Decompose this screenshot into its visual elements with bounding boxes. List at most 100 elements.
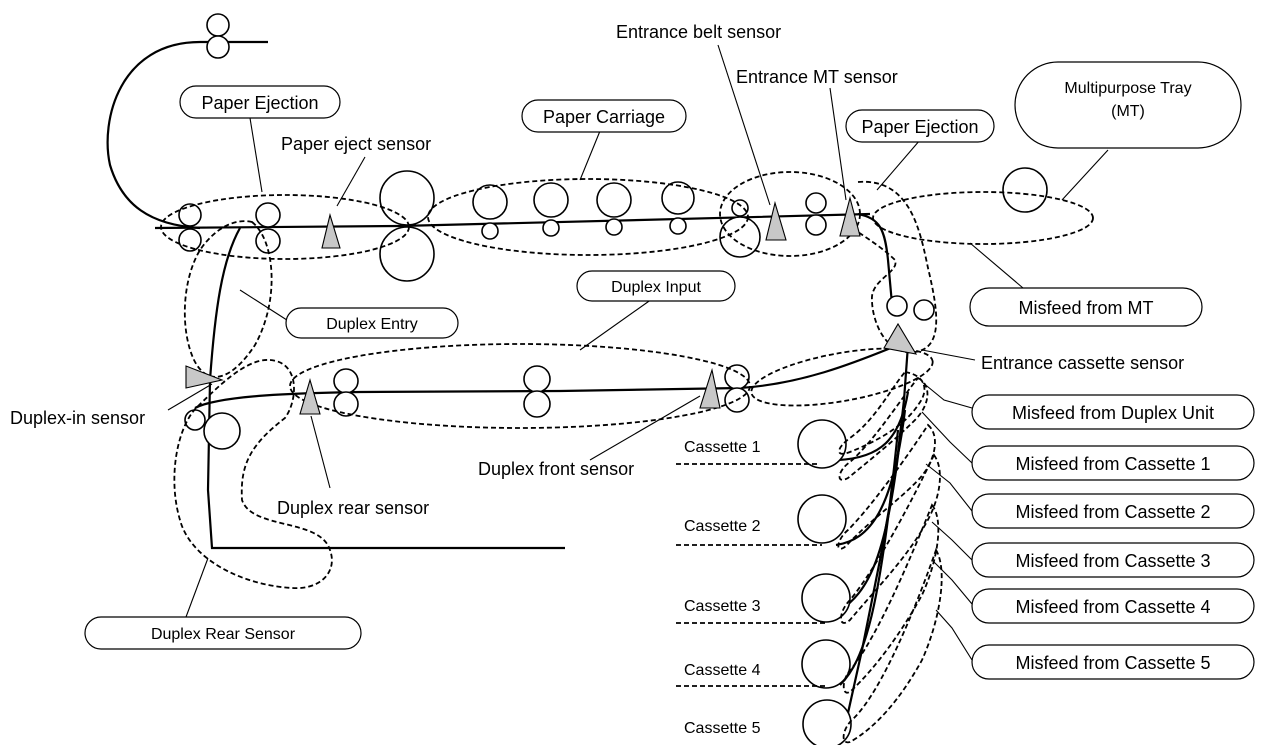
right-turn-path: [857, 212, 895, 316]
paper-ejection-left-pill: [179, 85, 341, 119]
leader-paper-eject-sensor: [336, 156, 366, 207]
misfeed-cassette-4-label: Misfeed from Cassette 4: [1015, 597, 1210, 617]
duplex-roller-large: [203, 412, 241, 450]
cassette-trays: [676, 463, 826, 687]
carriage-roller-2-small: [542, 219, 560, 237]
duplex-front-sensor-icon: [699, 367, 721, 409]
leader-misfeed-cassette-5: [935, 609, 973, 661]
exit-roller-top: [206, 13, 230, 37]
leader-duplex-front: [589, 395, 701, 461]
zone-duplex-entry: [183, 220, 273, 378]
duplex-roller-small: [184, 409, 206, 431]
entrance-mt-sensor-label: Entrance MT sensor: [736, 67, 898, 87]
zone-entrance: [750, 347, 934, 407]
leader-entrance-belt: [717, 44, 771, 206]
paper-eject-sensor-label: Paper eject sensor: [281, 134, 431, 154]
carriage-roller-4: [661, 181, 695, 215]
cassette-1-label: Cassette 1: [684, 439, 761, 456]
fuser-roller-bottom: [379, 226, 435, 282]
entrance-roller-left: [886, 295, 908, 317]
duplex-mid-roller-top: [523, 365, 551, 393]
duplex-in-sensor-icon: [185, 365, 224, 389]
eject-roller-a-top: [178, 203, 202, 227]
carriage-roller-1-small: [481, 222, 499, 240]
paper-carriage-pill: [521, 99, 687, 133]
zone-duplex-rear: [173, 359, 333, 589]
multipurpose-tray-label-1: Multipurpose Tray: [1064, 80, 1191, 97]
duplex-mid-roller-bottom: [523, 390, 551, 418]
zone-labels: Paper Ejection Paper Carriage Paper Ejec…: [84, 61, 1255, 680]
duplex-rear-sensor-icon: [299, 378, 321, 415]
duplex-rear-sensor-zone-label: Duplex Rear Sensor: [151, 626, 296, 643]
cassette-2-roller: [797, 494, 847, 544]
eject-roller-a-bottom: [178, 228, 202, 252]
zone-outlines: [160, 171, 1094, 744]
misfeed-duplex-unit-pill: [971, 394, 1255, 430]
main-transport-path: [154, 212, 871, 230]
duplex-entry-pill: [285, 307, 459, 339]
sensors: [185, 195, 918, 415]
misfeed-cassette-4-pill: [971, 588, 1255, 624]
zone-misfeed-cassette-3: [840, 453, 941, 624]
cassette-labels: Cassette 1 Cassette 2 Cassette 3 Cassett…: [684, 439, 761, 737]
duplex-front-sensor-label: Duplex front sensor: [478, 459, 634, 479]
feed-curve-1: [837, 391, 910, 462]
leader-duplex-rear-zone: [185, 557, 209, 618]
leader-multipurpose-tray: [1061, 149, 1109, 201]
leader-duplex-input: [579, 298, 653, 351]
multipurpose-tray-pill: [1014, 61, 1242, 149]
zone-paper-ejection-right: [719, 171, 861, 257]
misfeed-cassette-2-pill: [971, 493, 1255, 529]
misfeed-cassette-2-label: Misfeed from Cassette 2: [1015, 502, 1210, 522]
cassette-4-label: Cassette 4: [684, 662, 761, 679]
leader-misfeed-cassette-4: [933, 561, 973, 605]
carriage-roller-3-small: [605, 218, 623, 236]
eject-roller-b-top: [255, 202, 281, 228]
misfeed-cassette-1-label: Misfeed from Cassette 1: [1015, 454, 1210, 474]
leader-duplex-rear: [310, 415, 331, 489]
leader-entrance-cassette: [921, 349, 976, 361]
leader-entrance-mt: [829, 87, 847, 201]
duplex-transport-path: [194, 341, 904, 409]
leader-misfeed-cassette-3: [931, 521, 973, 561]
top-exit-path: [106, 40, 268, 230]
exit-roller-bottom: [206, 35, 230, 59]
leader-paper-ejection-left: [249, 117, 263, 193]
zone-paper-ejection-left: [160, 194, 410, 260]
cassette-5-roller: [802, 699, 852, 745]
misfeed-cassette-1-pill: [971, 445, 1255, 481]
paper-carriage-label: Paper Carriage: [543, 107, 665, 127]
misfeed-duplex-unit-label: Misfeed from Duplex Unit: [1012, 403, 1214, 423]
multipurpose-tray-label-2: (MT): [1111, 103, 1145, 120]
paper-eject-sensor-icon: [321, 212, 341, 249]
misfeed-cassette-5-pill: [971, 644, 1255, 680]
belt-roller-large: [719, 216, 761, 258]
misfeed-mt-label: Misfeed from MT: [1018, 298, 1153, 318]
feed-curve-3: [837, 419, 904, 613]
fuser-roller-top: [379, 170, 435, 226]
carriage-roller-4-small: [669, 217, 687, 235]
misfeed-cassette-5-label: Misfeed from Cassette 5: [1015, 653, 1210, 673]
duplex-entry-label: Duplex Entry: [326, 316, 418, 333]
rollers: [178, 13, 1048, 745]
leader-misfeed-cassette-1: [921, 411, 973, 464]
leader-misfeed-mt: [969, 242, 1024, 289]
leader-misfeed-cassette-2: [925, 463, 973, 512]
zone-misfeed-cassette-4: [842, 503, 940, 694]
entrance-mt-sensor-icon: [839, 195, 861, 237]
cassette-5-label: Cassette 5: [684, 720, 761, 737]
leader-duplex-entry: [239, 289, 291, 323]
cassette-3-label: Cassette 3: [684, 598, 761, 615]
duplex-rear-roller-bottom: [333, 391, 359, 417]
zone-duplex-input: [289, 343, 751, 429]
leader-lines: [167, 44, 1109, 661]
leader-duplex-in: [167, 383, 213, 411]
sensor-labels: Entrance belt sensor Entrance MT sensor …: [10, 22, 1184, 518]
zone-multipurpose-tray: [872, 191, 1094, 245]
leader-misfeed-duplex-unit: [921, 381, 973, 409]
paper-ejection-left-label: Paper Ejection: [201, 93, 318, 113]
paper-ejection-right-pill: [845, 109, 995, 143]
cassette-1-roller: [797, 419, 847, 469]
leader-paper-ejection-right: [876, 139, 921, 191]
